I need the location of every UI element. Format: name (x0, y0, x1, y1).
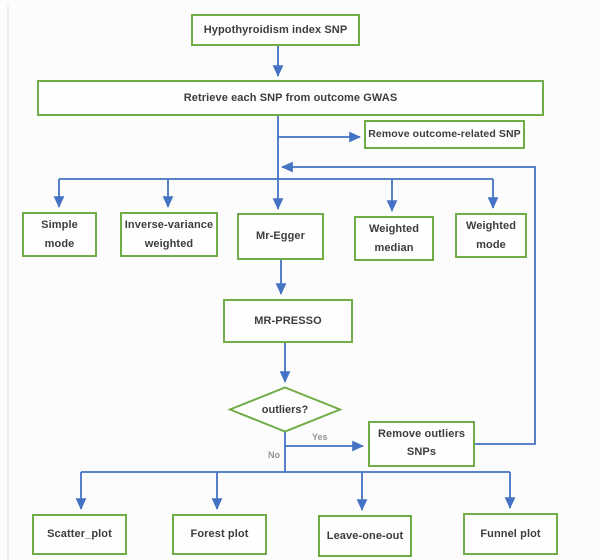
node-ivw-line2: weighted (144, 237, 194, 250)
node-remove-outliers-line2: SNPs (406, 446, 437, 458)
node-forest-plot: Forest plot (172, 514, 267, 555)
node-simple-mode: Simple mode (22, 212, 97, 257)
node-remove-outcome-related-snp: Remove outcome-related SNP (364, 120, 525, 149)
node-mr-egger: Mr-Egger (237, 213, 324, 260)
decision-outliers-label: outliers? (261, 403, 309, 416)
node-ivw-line1: Inverse-variance (124, 218, 214, 231)
edge-label-no: No (268, 450, 280, 460)
node-inverse-variance-weighted: Inverse-variance weighted (120, 212, 218, 257)
node-weighted-median-line2: median (374, 241, 414, 254)
node-hypothyroidism-index-snp: Hypothyroidism index SNP (191, 14, 360, 46)
node-weighted-mode-line2: mode (476, 238, 506, 251)
node-simple-mode-line2: mode (44, 237, 75, 250)
node-weighted-mode: Weighted mode (455, 213, 527, 258)
node-mr-presso: MR-PRESSO (223, 299, 353, 343)
node-funnel-plot: Funnel plot (463, 513, 558, 555)
node-remove-outliers-snps: Remove outliers SNPs (368, 421, 475, 467)
node-remove-outliers-line1: Remove outliers (377, 428, 466, 441)
node-scatter-plot: Scatter_plot (32, 514, 127, 555)
node-simple-mode-line1: Simple (41, 218, 78, 231)
node-weighted-mode-line1: Weighted (465, 219, 517, 232)
edge-feedback-loop (281, 161, 536, 445)
node-weighted-median-line1: Weighted (368, 222, 420, 235)
decision-diamond (227, 386, 343, 433)
node-leave-one-out: Leave-one-out (318, 515, 412, 557)
node-retrieve-snp-outcome-gwas: Retrieve each SNP from outcome GWAS (37, 80, 544, 116)
node-weighted-median: Weighted median (354, 216, 434, 261)
edge-label-yes: Yes (312, 432, 328, 442)
